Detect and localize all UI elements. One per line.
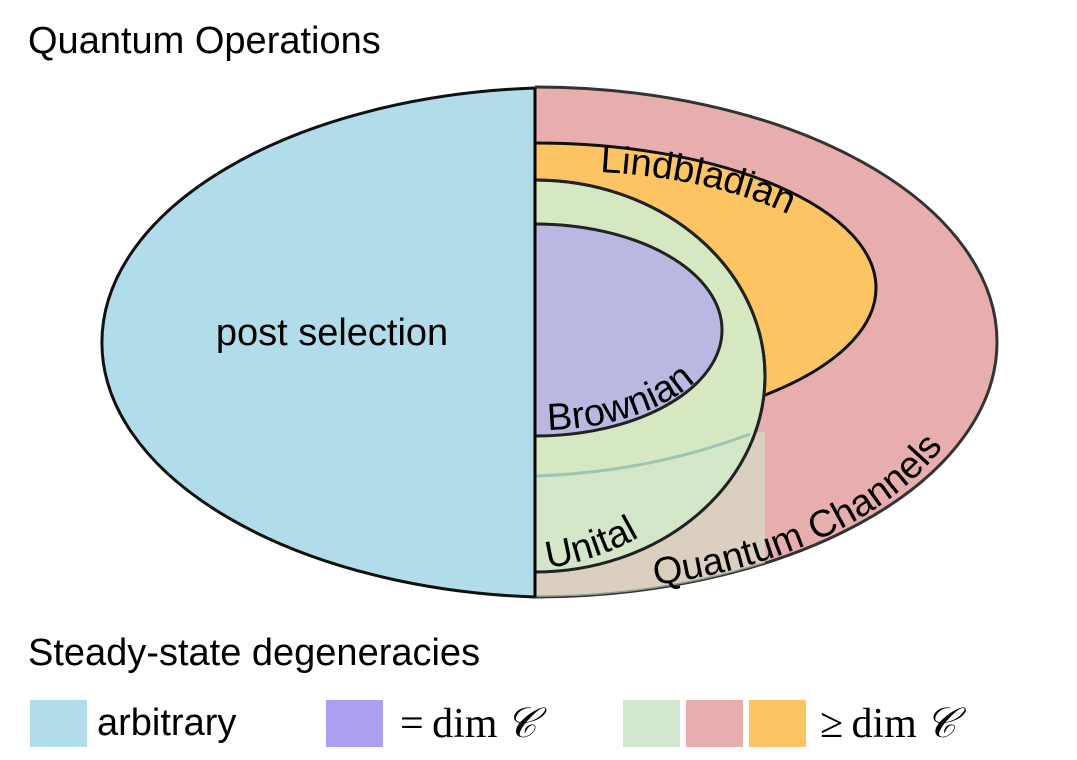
venn-diagram: post selection Lindbladian Quantum Chann…: [100, 85, 999, 599]
legend-swatch-lindbladian: [749, 700, 806, 747]
region-quantum-channels: [535, 85, 999, 599]
label-post-selection: post selection: [216, 312, 448, 354]
legend-swatch-arbitrary: [30, 700, 87, 747]
region-post-selection: [100, 86, 537, 599]
legend-title: Steady-state degeneracies: [28, 632, 481, 674]
legend-label-equal: = dim 𝒞: [400, 698, 537, 747]
legend-label-arbitrary: arbitrary: [97, 702, 237, 744]
region-brownian: [535, 222, 724, 438]
legend-swatch-unital: [623, 700, 680, 747]
legend: arbitrary = dim 𝒞 ≥ dim 𝒞: [0, 698, 1077, 748]
legend-swatch-equal: [326, 700, 383, 747]
diagram-title: Quantum Operations: [28, 20, 381, 62]
legend-label-geq: ≥ dim 𝒞: [820, 698, 956, 747]
legend-swatch-channels: [686, 700, 743, 747]
